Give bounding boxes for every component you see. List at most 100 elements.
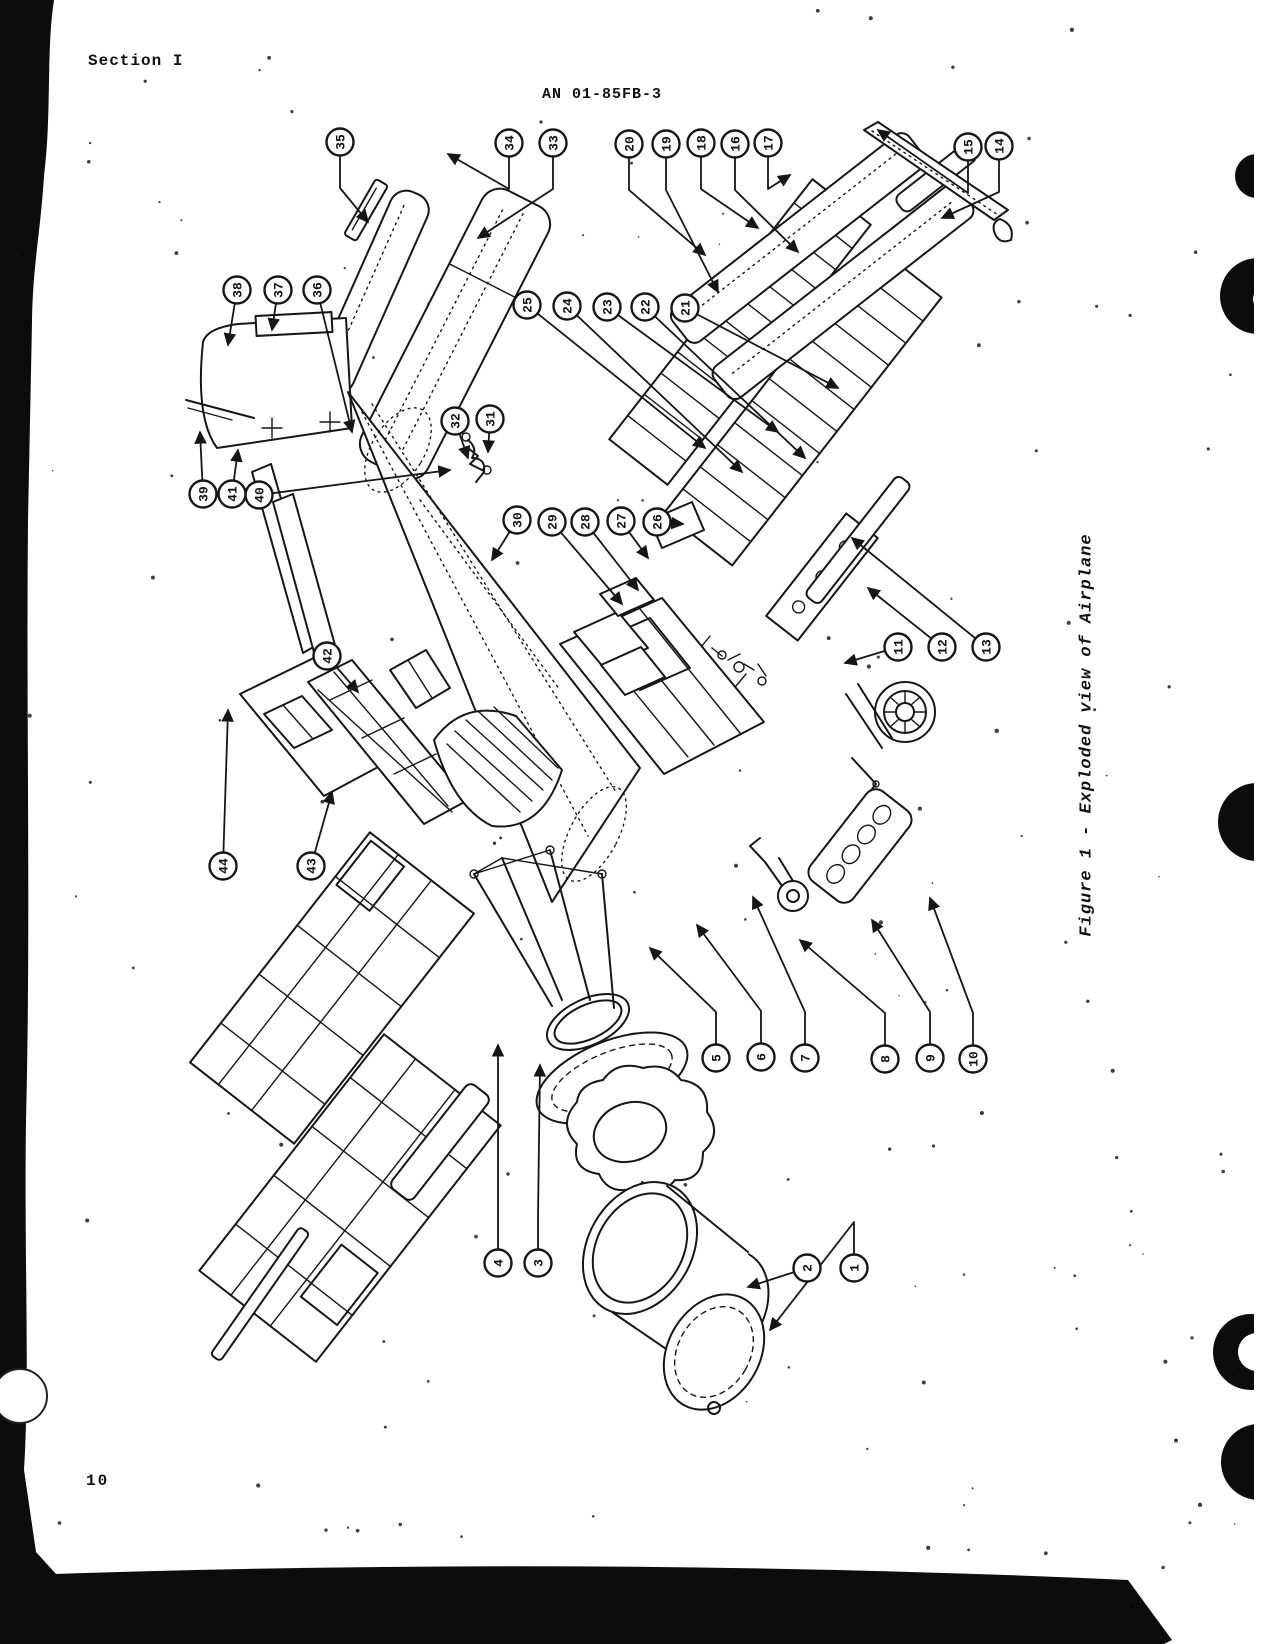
svg-text:36: 36 [311,282,326,298]
svg-text:32: 32 [449,413,464,429]
leader-line-42 [335,666,360,694]
svg-text:10: 10 [967,1051,982,1067]
svg-text:42: 42 [321,648,336,664]
engine-mount-group [469,845,631,1051]
svg-text:40: 40 [253,487,268,503]
callout-9: 9 [915,1043,945,1073]
callout-43: 43 [296,851,326,881]
callout-22: 22 [630,292,660,322]
wing-panel-group-lower [189,831,502,1363]
cockpit-group [389,597,765,828]
leader-line-40 [272,465,452,495]
callout-31: 31 [475,404,505,434]
callout-25: 25 [512,290,542,320]
svg-text:1: 1 [848,1264,863,1272]
section-label: Section I [88,52,184,70]
leader-line-10 [928,896,974,1045]
callout-4: 4 [483,1248,513,1278]
callout-5: 5 [701,1043,731,1073]
scan-noise-speckles [21,8,1236,1609]
leader-line-32 [458,433,471,460]
outer-wing-group [669,121,1013,401]
leader-line-24 [576,314,744,474]
callout-12: 12 [927,632,957,662]
svg-text:12: 12 [936,639,951,655]
leader-line-16 [734,158,800,254]
fin-rudder-group [185,311,353,668]
svg-text:13: 13 [980,639,995,655]
spinner-ring-group [662,1293,766,1415]
svg-text:43: 43 [305,858,320,874]
callout-18: 18 [686,128,716,158]
callout-14: 14 [984,131,1014,161]
callout-42: 42 [312,641,342,671]
callout-17: 17 [753,128,783,158]
tail-wheel-group [749,837,809,912]
callout-13: 13 [971,632,1001,662]
leader-line-17 [767,157,792,190]
svg-text:38: 38 [231,282,246,298]
svg-text:15: 15 [962,139,977,155]
leader-line-3 [533,1063,547,1249]
svg-text:7: 7 [799,1054,814,1062]
scan-artifact-bottom-band [38,1566,1172,1644]
callout-29: 29 [537,507,567,537]
aileron-flap-group [765,475,911,642]
callout-39: 39 [188,479,218,509]
svg-text:3: 3 [532,1259,547,1267]
callout-26: 26 [642,507,672,537]
doc-number: AN 01-85FB-3 [541,86,663,103]
leader-line-38 [223,303,237,347]
svg-text:19: 19 [660,136,675,152]
svg-text:2: 2 [801,1264,816,1272]
callout-21: 21 [670,293,700,323]
svg-text:33: 33 [547,135,562,151]
svg-text:41: 41 [226,486,241,502]
leader-line-18 [700,157,760,230]
callout-20: 20 [614,129,644,159]
callout-leader-lines [194,128,1000,1332]
callout-44: 44 [208,851,238,881]
leader-line-8 [798,938,886,1045]
svg-text:35: 35 [334,134,349,150]
scan-artifact-hole-punches [1213,154,1254,1500]
leader-line-20 [628,158,707,257]
leader-line-37 [267,303,280,332]
svg-text:23: 23 [601,299,616,315]
leader-line-6 [695,923,762,1043]
callout-35: 35 [325,127,355,157]
callout-6: 6 [746,1042,776,1072]
leader-line-31 [482,432,495,454]
callout-1: 1 [839,1253,869,1283]
leader-line-23 [617,314,780,434]
callout-7: 7 [790,1043,820,1073]
leader-line-9 [871,918,931,1044]
callout-30: 30 [502,505,532,535]
leader-line-21 [696,313,840,389]
svg-text:18: 18 [695,135,710,151]
page-number: 10 [86,1472,110,1490]
callout-37: 37 [263,275,293,305]
scan-artifact-left-edge [0,0,1172,1644]
callout-3: 3 [523,1248,553,1278]
leader-line-5 [648,946,717,1044]
leader-line-19 [665,158,719,294]
callout-40: 40 [244,480,274,510]
leader-line-29 [560,532,624,606]
leader-line-26 [670,516,685,530]
leader-line-14 [940,160,1000,219]
callout-15: 15 [953,132,983,162]
leader-line-7 [752,895,806,1044]
leader-line-28 [592,532,640,592]
leader-line-13 [850,536,976,639]
leader-line-15 [876,128,969,194]
scan-artifact-white-notch [0,1368,48,1424]
svg-text:26: 26 [651,514,666,530]
svg-text:8: 8 [879,1055,894,1063]
leader-line-39 [194,430,207,481]
leader-line-30 [491,531,511,562]
callout-16: 16 [720,129,750,159]
